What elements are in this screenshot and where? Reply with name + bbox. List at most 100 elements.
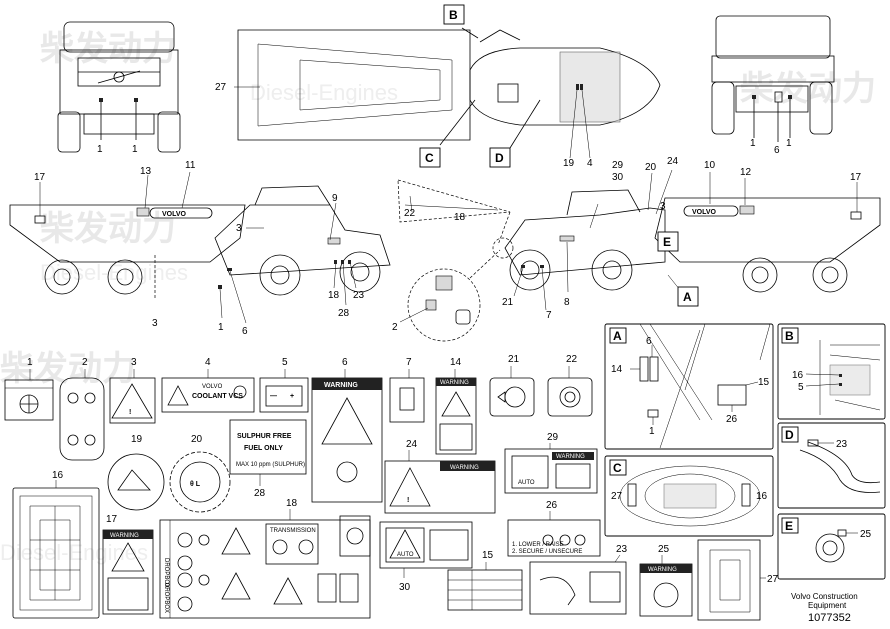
decal-18: DROPBOX DROPBOX TRANSMISSION [159, 509, 371, 619]
svg-text:—: — [270, 393, 277, 400]
svg-text:MAX 10 ppm (SULPHUR): MAX 10 ppm (SULPHUR) [236, 462, 305, 468]
callout-6: 6 [242, 326, 248, 337]
footer-block: Volvo Construction Equipment 1077352 [791, 592, 858, 624]
callout-22: 22 [566, 354, 578, 365]
svg-text:2. SECURE / UNSECURE: 2. SECURE / UNSECURE [512, 549, 582, 555]
svg-text:1. LOWER / RAISE: 1. LOWER / RAISE [512, 542, 564, 548]
callout-5: 5 [282, 357, 288, 368]
callout-7: 7 [406, 357, 412, 368]
svg-text:SULPHUR FREE: SULPHUR FREE [237, 433, 292, 440]
svg-text:VOLVO: VOLVO [162, 211, 187, 218]
svg-text:θ L: θ L [190, 481, 201, 488]
svg-text:COOLANT VCS: COOLANT VCS [192, 393, 243, 400]
callout-24: 24 [667, 156, 679, 167]
detail-view-e: E 25 [777, 513, 886, 580]
decal-7 [389, 369, 425, 423]
svg-text:WARNING: WARNING [110, 533, 139, 539]
callout-15: 15 [482, 550, 494, 561]
callout-18: 18 [286, 498, 298, 509]
right-side-view-truck: VOLVO 29 30 20 24 10 12 17 3 21 8 7 [502, 156, 881, 321]
callout-15: 15 [758, 377, 770, 388]
callout-29: 29 [612, 160, 624, 171]
callout-3: 3 [131, 357, 137, 368]
callout-23: 23 [616, 544, 628, 555]
svg-text:TRANSMISSION: TRANSMISSION [270, 528, 316, 534]
callout-17: 17 [106, 514, 118, 525]
decal-2 [59, 369, 105, 461]
detail-view-d: D 23 [777, 422, 886, 509]
callout-27: 27 [767, 574, 779, 585]
svg-text:E: E [785, 519, 793, 533]
callout-3: 3 [236, 223, 242, 234]
callout-5: 5 [798, 382, 804, 393]
svg-text:AUTO: AUTO [397, 552, 414, 558]
callout-2: 2 [392, 322, 398, 333]
callout-7: 7 [546, 310, 552, 321]
decal-19 [107, 453, 165, 511]
decal-5: — + [259, 369, 309, 413]
svg-text:1077352: 1077352 [808, 612, 851, 624]
callout-10: 10 [704, 160, 716, 171]
svg-text:Volvo Construction: Volvo Construction [791, 592, 858, 601]
svg-text:Equipment: Equipment [808, 601, 847, 610]
decal-21 [489, 366, 535, 417]
callout-17: 17 [34, 172, 46, 183]
detail-circle-2: 2 [392, 237, 514, 342]
callout-16: 16 [52, 470, 64, 481]
callout-23: 23 [353, 290, 365, 301]
detail-view-c: C 27 16 [604, 455, 774, 537]
decal-4: VOLVO COOLANT VCS [161, 369, 255, 413]
callout-26: 26 [726, 414, 738, 425]
callout-30: 30 [612, 172, 624, 183]
callout-1: 1 [786, 138, 792, 149]
svg-text:Diesel-Engines: Diesel-Engines [250, 80, 398, 105]
callout-6: 6 [342, 357, 348, 368]
callout-16: 16 [792, 370, 804, 381]
decal-28: SULPHUR FREE FUEL ONLY MAX 10 ppm (SULPH… [229, 419, 307, 499]
svg-text:VOLVO: VOLVO [692, 209, 717, 216]
callout-12: 12 [740, 167, 752, 178]
svg-text:D: D [785, 428, 794, 442]
callout-20: 20 [191, 434, 203, 445]
svg-text:C: C [613, 461, 622, 475]
svg-text:WARNING: WARNING [648, 567, 677, 573]
callout-19: 19 [131, 434, 143, 445]
callout-4: 4 [587, 158, 593, 169]
decal-16 [12, 480, 100, 619]
detail-view-a: A 14 6 15 26 1 [604, 323, 774, 450]
svg-text:!: ! [129, 409, 131, 416]
view-marker-d: D [489, 147, 511, 168]
decal-23 [529, 554, 627, 615]
callout-14: 14 [611, 364, 623, 375]
view-marker-b: B [443, 4, 465, 25]
svg-text:Diesel-Engines: Diesel-Engines [0, 540, 148, 565]
view-marker-e: E [657, 231, 679, 252]
callout-1: 1 [218, 322, 224, 333]
callout-8: 8 [564, 297, 570, 308]
callout-3: 3 [660, 201, 666, 212]
svg-text:柴发动力: 柴发动力 [40, 30, 176, 68]
callout-29: 29 [547, 432, 559, 443]
callout-19: 19 [563, 158, 575, 169]
svg-text:WARNING: WARNING [324, 382, 358, 389]
decal-small-right [339, 515, 371, 557]
left-side-view-truck: VOLVO 17 13 11 9 3 3 1 6 18 28 23 [9, 160, 391, 337]
top-view-truck: 27 19 4 [215, 27, 661, 169]
svg-text:A: A [613, 329, 622, 343]
view-marker-a: A [677, 286, 699, 307]
svg-text:DROPBOX: DROPBOX [163, 558, 169, 588]
callout-14: 14 [450, 357, 462, 368]
rear-view-truck: 1 6 1 [711, 15, 835, 156]
callout-16: 16 [756, 491, 768, 502]
callout-20: 20 [645, 162, 657, 173]
callout-28: 28 [254, 488, 266, 499]
callout-21: 21 [508, 354, 520, 365]
callout-6: 6 [774, 145, 780, 156]
callout-27: 27 [215, 82, 227, 93]
svg-text:DROPBOX: DROPBOX [163, 583, 169, 613]
svg-text:柴发动力: 柴发动力 [0, 350, 136, 388]
svg-text:柴发动力: 柴发动力 [40, 210, 176, 248]
decal-25: WARNING [639, 555, 693, 617]
decal-15 [447, 562, 523, 611]
